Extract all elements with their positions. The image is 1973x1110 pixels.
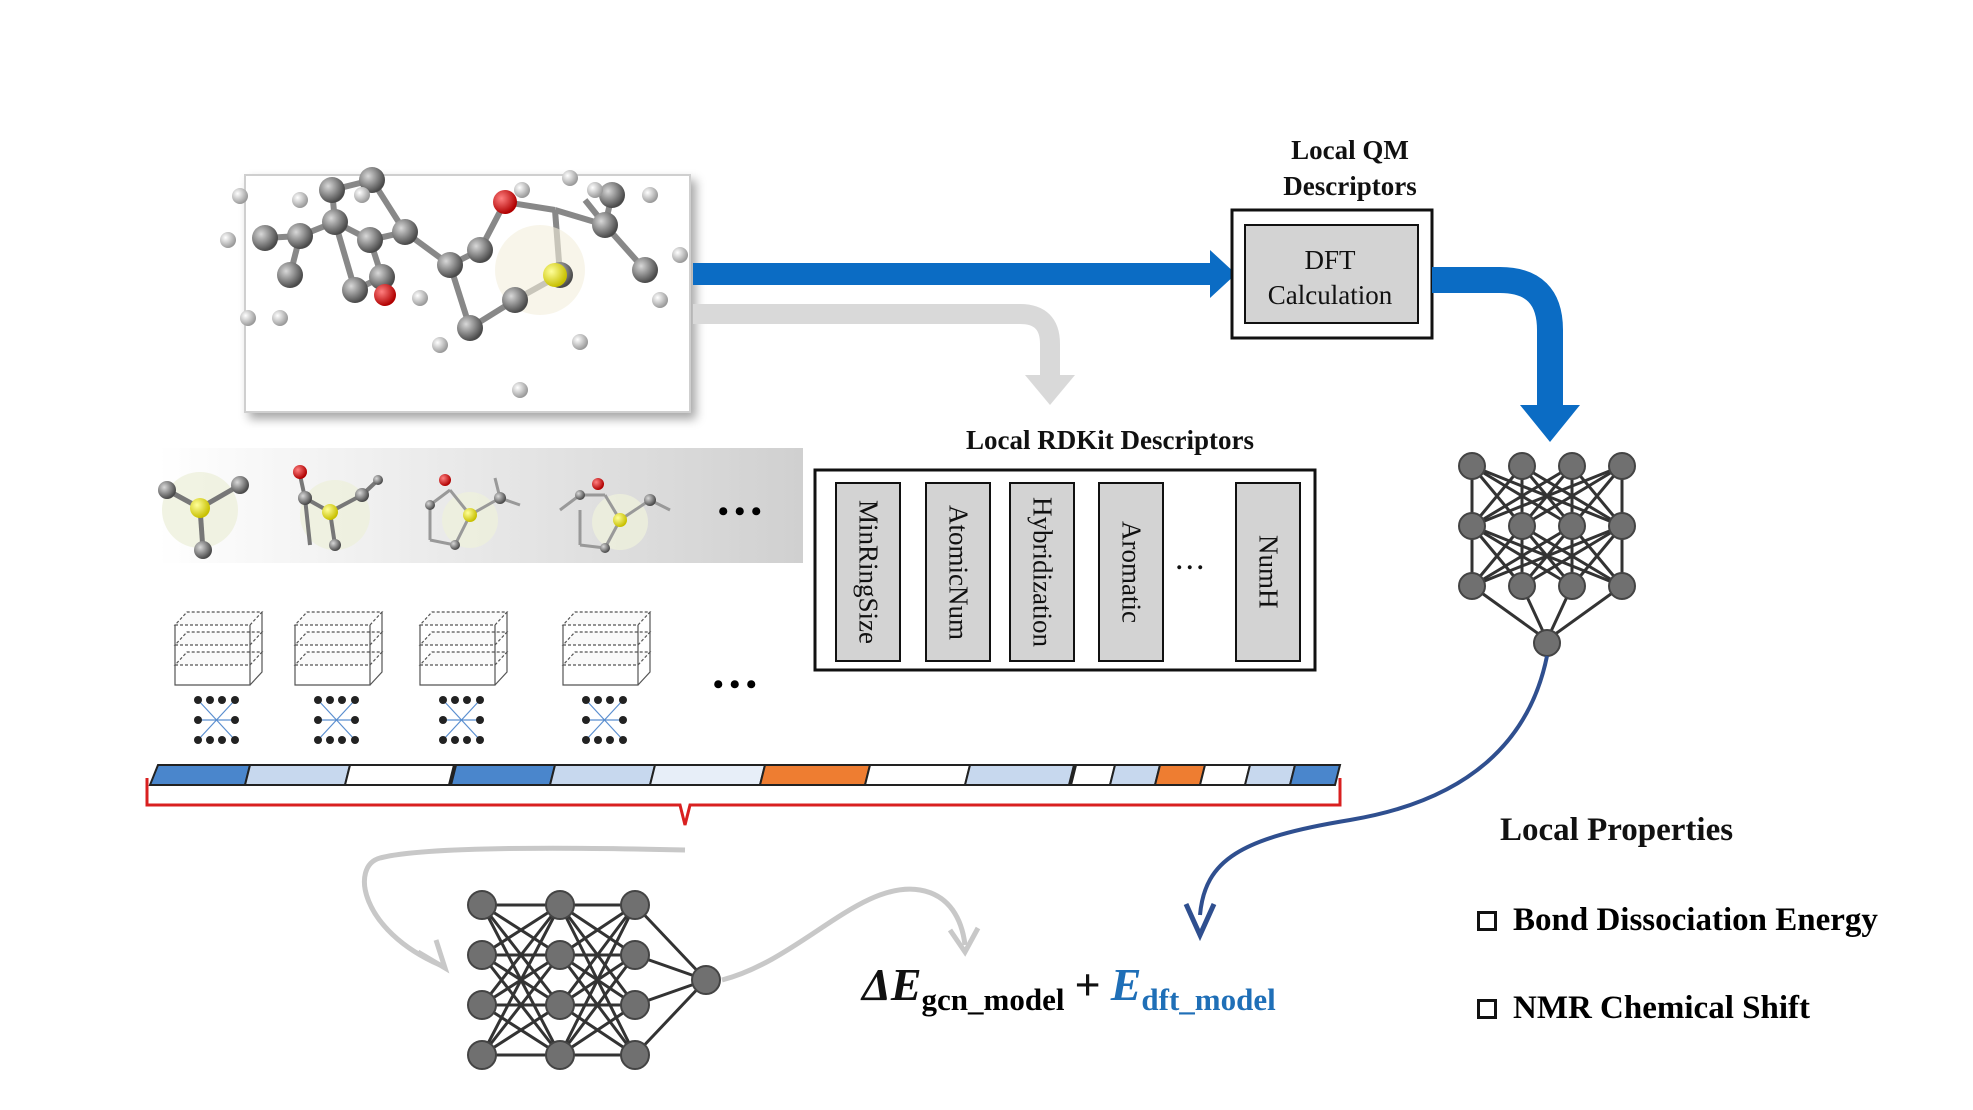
right-neural-network [1458, 452, 1636, 657]
descriptor-hybridization: Hybridization [1027, 497, 1058, 647]
graph-ellipsis: ••• [713, 668, 763, 701]
delta-e-subscript: gcn_model [921, 982, 1065, 1017]
rdkit-box [813, 468, 1317, 672]
fragment-strip [158, 448, 803, 563]
e-dft-subscript: dft_model [1141, 982, 1276, 1017]
fragment-3 [425, 474, 521, 550]
dft-box [1230, 208, 1434, 340]
descriptor-numh: NumH [1253, 535, 1284, 609]
fragment-ellipsis: ••• [718, 495, 768, 528]
descriptor-aromatic: Aromatic [1116, 521, 1147, 623]
conv-stack-2 [293, 611, 384, 744]
arrow-network-to-delta [721, 886, 981, 983]
energy-formula: ΔEgcn_model + Edft_model [862, 958, 1276, 1018]
arrow-network-to-formula [1183, 655, 1549, 942]
molecule-atoms [220, 167, 688, 398]
descriptor-minringsize: MinRingSize [853, 499, 884, 644]
graph-conv-stacks [173, 611, 652, 744]
conv-stack-4 [561, 611, 652, 744]
red-brace [145, 778, 1342, 826]
dft-line1: DFT [1304, 245, 1356, 275]
arrow-to-left-network [362, 845, 686, 974]
qm-title-line2: Descriptors [1283, 171, 1417, 201]
property-bde: Bond Dissociation Energy [1477, 902, 1878, 939]
arrow-to-dft [693, 250, 1236, 298]
formula-plus: + [1074, 959, 1101, 1010]
delta-e: ΔE [862, 959, 922, 1010]
fragment-1 [158, 472, 249, 559]
property-bde-label: Bond Dissociation Energy [1513, 902, 1878, 938]
conv-stack-1 [173, 611, 264, 744]
local-properties-title: Local Properties [1500, 812, 1734, 848]
e-dft: E [1110, 959, 1142, 1010]
dft-calculation-label: DFT Calculation [1250, 243, 1410, 313]
qm-title-line1: Local QM [1291, 135, 1409, 165]
rdkit-descriptors-title: Local RDKit Descriptors [966, 425, 1254, 455]
descriptor-ellipsis: ... [1175, 540, 1207, 577]
fragment-4 [559, 478, 671, 553]
checkbox-icon [1477, 910, 1497, 931]
left-neural-network [467, 890, 721, 1070]
dft-line2: Calculation [1267, 280, 1393, 310]
property-nmr-label: NMR Chemical Shift [1513, 990, 1810, 1026]
qm-descriptors-title: Local QM Descriptors [1225, 132, 1475, 204]
conv-stack-3 [418, 611, 509, 744]
feature-vector [148, 764, 1342, 786]
fragment-2 [293, 465, 383, 551]
descriptor-atomicnum: AtomicNum [943, 504, 974, 640]
property-nmr: NMR Chemical Shift [1477, 990, 1810, 1027]
molecule-panel [220, 167, 691, 413]
arrow-to-rdkit [693, 304, 1075, 405]
checkbox-icon [1477, 998, 1497, 1019]
arrow-dft-to-network [1432, 267, 1580, 442]
